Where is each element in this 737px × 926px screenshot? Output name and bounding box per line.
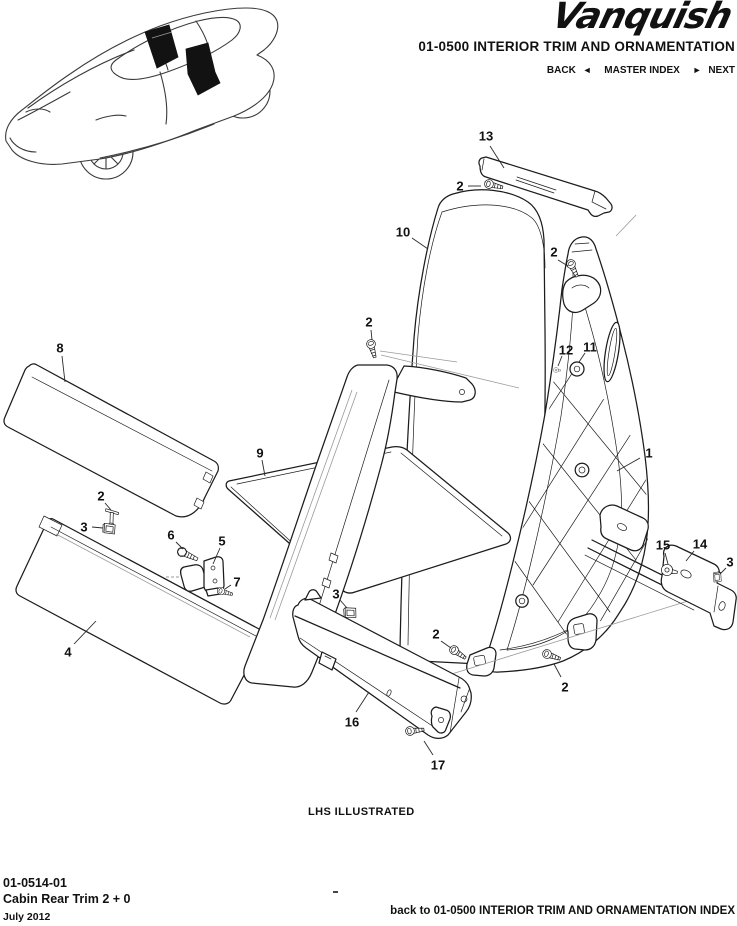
leader-line [489,145,505,169]
next-link[interactable]: NEXT [708,65,735,76]
highlighted-trim-right [185,42,221,96]
callout-13: 13 [479,129,493,144]
page-title: 01-0500 INTERIOR TRIM AND ORNAMENTATION [418,39,735,54]
callout-1: 1 [645,446,652,461]
lhs-caption: LHS ILLUSTRATED [308,806,415,818]
part-14-bracket-rail [402,504,737,690]
callout-7: 7 [233,575,240,590]
leader-line [370,329,373,341]
callout-4: 4 [64,645,72,660]
next-arrow-icon[interactable]: ► [692,65,702,75]
callout-3: 3 [726,555,733,570]
callout-10: 10 [396,225,410,240]
callout-12: 12 [559,343,573,358]
clip-graphic [100,521,117,536]
fasteners [100,178,722,737]
leader-line [73,620,97,645]
callout-2: 2 [456,179,463,194]
leader-line [664,552,669,565]
leader-line [719,567,727,575]
part-8-shelf-panel [3,363,219,518]
leader-line [224,584,232,590]
callout-6: 6 [167,528,174,543]
callout-2: 2 [97,489,104,504]
back-to-index-link[interactable]: back to 01-0500 INTERIOR TRIM AND ORNAME… [390,905,735,917]
doc-date: July 2012 [3,911,51,923]
leader-line [355,691,370,713]
leader-line [339,599,348,609]
master-index-link[interactable]: MASTER INDEX [604,65,680,76]
callout-2: 2 [432,627,439,642]
leader-line [578,352,586,363]
leader-line [616,457,641,472]
callout-2: 2 [550,245,557,260]
callout-8: 8 [56,341,63,356]
callout-3: 3 [80,520,87,535]
leader-line [175,541,184,550]
callout-17: 17 [431,758,445,773]
leader-line [91,526,104,529]
leader-line [212,547,221,565]
doc-number: 01-0514-01 [3,876,67,890]
leader-line [557,355,563,367]
doc-title-footer: Cabin Rear Trim 2 + 0 [3,892,131,906]
car-thumbnail [5,7,279,180]
callout-2: 2 [365,315,372,330]
callout-14: 14 [693,537,708,552]
screw-graphic [216,586,234,598]
construction-lines [379,214,637,389]
callout-16: 16 [345,715,359,730]
back-link[interactable]: BACK [546,65,576,76]
part-13-trim-strip [478,156,613,217]
stray-mark [333,891,338,893]
part-16-sill-trim [292,589,472,739]
callout-2: 2 [561,680,568,695]
leader-line [553,663,562,678]
nav-bar: BACK ◄ MASTER INDEX ► NEXT [547,65,735,76]
part-9-floor-panel [225,446,512,594]
highlighted-trim-left [144,24,179,69]
leader-line [423,740,434,756]
callout-15: 15 [656,538,670,553]
vanquish-logo: Vanquish [548,0,737,37]
leader-line [411,237,429,250]
callout-5: 5 [218,534,225,549]
leader-line [104,502,112,511]
callout-9: 9 [256,446,263,461]
grommet-graphic [569,361,585,377]
leader-line [557,259,569,267]
leader-line [685,550,695,562]
bolt-graphic [175,545,200,564]
leader-line [61,355,66,383]
leader-line [261,459,266,477]
callout-3: 3 [332,587,339,602]
callout-11: 11 [583,340,597,355]
leader-line [440,640,452,649]
screw-graphic [365,338,380,360]
part-1-lattice-frame [466,236,650,677]
pillar-trim [243,364,476,688]
back-arrow-icon[interactable]: ◄ [582,65,592,75]
part-4-lower-panel [15,515,264,705]
